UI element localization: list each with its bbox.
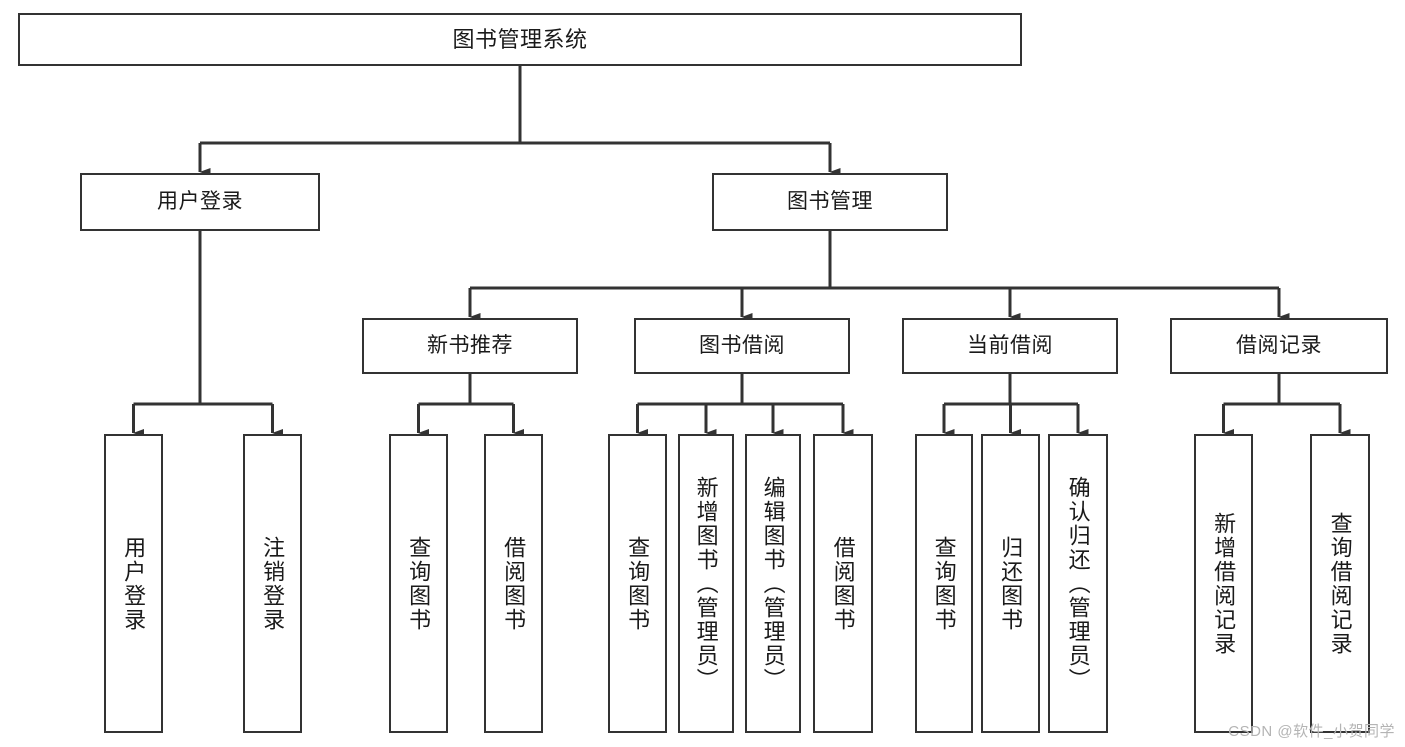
- node-leaf-query-book-2[interactable]: 查询图书: [608, 434, 667, 733]
- node-leaf-borrow-book-2[interactable]: 借阅图书: [813, 434, 873, 733]
- node-leaf-add-book[interactable]: 新增图书（管理员）: [678, 434, 734, 733]
- node-label: 借阅图书: [501, 535, 527, 632]
- node-user-login[interactable]: 用户登录: [80, 173, 320, 231]
- node-label: 新增借阅记录: [1211, 511, 1237, 656]
- node-leaf-add-record[interactable]: 新增借阅记录: [1194, 434, 1253, 733]
- node-leaf-query-book-3[interactable]: 查询图书: [915, 434, 973, 733]
- node-label: 查询图书: [931, 535, 957, 632]
- node-current-borrow[interactable]: 当前借阅: [902, 318, 1118, 374]
- node-label: 查询借阅记录: [1327, 511, 1353, 656]
- node-label: 图书管理系统: [452, 26, 588, 52]
- node-book-manage[interactable]: 图书管理: [712, 173, 948, 231]
- node-label: 用户登录: [121, 535, 147, 632]
- node-label: 注销登录: [260, 535, 286, 632]
- node-leaf-user-login[interactable]: 用户登录: [104, 434, 163, 733]
- node-label: 图书管理: [787, 189, 873, 213]
- node-root[interactable]: 图书管理系统: [18, 13, 1022, 66]
- node-label: 新书推荐: [427, 333, 513, 357]
- node-label: 归还图书: [998, 535, 1024, 632]
- node-label: 图书借阅: [699, 333, 785, 357]
- node-label: 当前借阅: [967, 333, 1053, 357]
- node-label: 新增图书（管理员）: [693, 475, 719, 692]
- node-label: 确认归还（管理员）: [1065, 475, 1091, 692]
- node-label: 查询图书: [625, 535, 651, 632]
- node-label: 查询图书: [406, 535, 432, 632]
- node-label: 借阅图书: [830, 535, 856, 632]
- node-leaf-query-book-1[interactable]: 查询图书: [389, 434, 448, 733]
- node-label: 编辑图书（管理员）: [760, 475, 786, 692]
- node-borrow-record[interactable]: 借阅记录: [1170, 318, 1388, 374]
- node-new-book-rec[interactable]: 新书推荐: [362, 318, 578, 374]
- node-leaf-return-book[interactable]: 归还图书: [981, 434, 1040, 733]
- node-leaf-borrow-book-1[interactable]: 借阅图书: [484, 434, 543, 733]
- node-leaf-edit-book[interactable]: 编辑图书（管理员）: [745, 434, 801, 733]
- node-leaf-query-record[interactable]: 查询借阅记录: [1310, 434, 1370, 733]
- node-leaf-logout[interactable]: 注销登录: [243, 434, 302, 733]
- node-label: 借阅记录: [1236, 333, 1322, 357]
- node-label: 用户登录: [157, 189, 243, 213]
- node-leaf-confirm-return[interactable]: 确认归还（管理员）: [1048, 434, 1108, 733]
- node-book-borrow[interactable]: 图书借阅: [634, 318, 850, 374]
